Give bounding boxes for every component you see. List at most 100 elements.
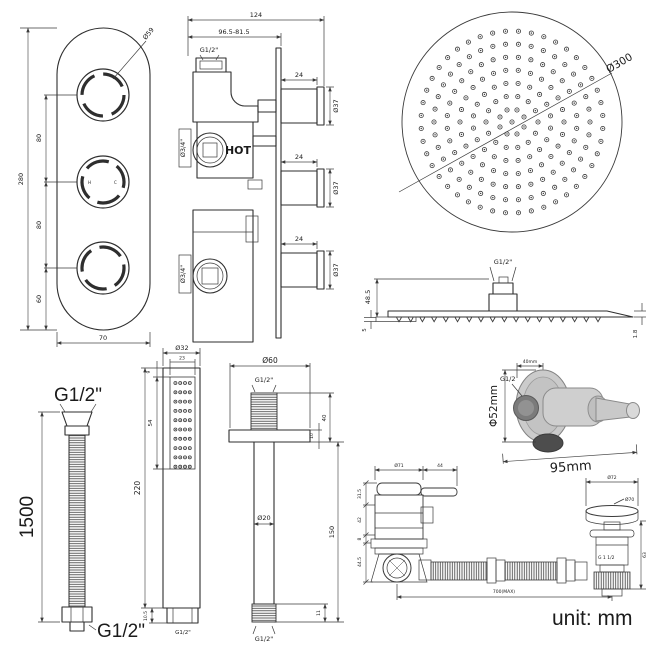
- valve-knob-1: 24 Ø37: [280, 71, 340, 126]
- valve-knob-2: 24 Ø37: [280, 153, 340, 208]
- label-arm-bottom-thread: G1/2": [255, 635, 274, 643]
- handset-dimensions-left: [141, 361, 170, 624]
- valve-port-upper: [192, 132, 228, 168]
- arm-flange: [228, 429, 311, 443]
- elbow-dim-plate: [502, 369, 536, 443]
- rain-head-profile: [387, 310, 634, 318]
- dim-hose-max-length: 700(MAX): [493, 589, 515, 595]
- trim-plate-view: H C 280 80 80 60 70 Ø59: [17, 26, 156, 347]
- valve-knob-3: 24 Ø37: [280, 235, 340, 290]
- dim-face-width: 23: [179, 356, 185, 362]
- dim-connector-length: 10.5: [143, 611, 149, 621]
- dim-waste-height: 63: [642, 552, 648, 558]
- overflow-filler: [370, 482, 458, 583]
- dim-knob-diameter: Ø37: [332, 99, 340, 112]
- dim-filler-b: 42: [357, 517, 363, 523]
- arm-top-thread: [250, 392, 278, 431]
- trim-knob-bottom: [76, 241, 130, 295]
- wall-outlet-elbow-view: 40mm G1/2 Φ52mm 95mm: [488, 359, 640, 476]
- elbow-dim-length: 95mm: [502, 444, 638, 476]
- dim-edge-height: 5: [362, 328, 368, 332]
- waste-plug: [585, 478, 646, 597]
- dim-knob-diameter: Ø37: [332, 181, 340, 194]
- handset-face: [169, 376, 196, 470]
- dim-plate-diameter: Φ52mm: [488, 385, 500, 427]
- dim-valve-width: 124: [250, 11, 262, 19]
- label-hose-bottom-thread: G1/2": [97, 621, 145, 642]
- overhead-side-view: G1/2" 48.5 5 1.8: [362, 258, 646, 338]
- filler-dimensions-top: [374, 466, 458, 486]
- arm-bottom-thread: [251, 603, 277, 623]
- label-port-thread-lower: Ø3/4": [179, 265, 187, 284]
- label-port-thread-upper: Ø3/4": [179, 139, 187, 158]
- dim-filler-c: 8: [357, 537, 363, 540]
- dim-handset-length: 220: [133, 481, 142, 496]
- bath-filler-waste-view: Ø71 44: [357, 462, 648, 601]
- valve-body: [178, 47, 282, 343]
- dim-flange-thickness: 10: [309, 433, 315, 439]
- valve-dimensions-top: [187, 16, 325, 86]
- dim-knob-length: 24: [295, 71, 303, 79]
- trim-plate-outline: [56, 27, 151, 331]
- handset-view: Ø32 23 G1/2" 9 54 220 10.5: [133, 344, 201, 636]
- dim-filler-d: 44.5: [357, 557, 363, 567]
- label-elbow-thread: G1/2: [500, 375, 516, 383]
- label-hose-top-thread: G1/2": [54, 385, 102, 406]
- dim-elbow-projection: 40mm: [523, 359, 538, 365]
- rain-head-nozzle-field: [418, 28, 606, 216]
- cold-mark: C: [114, 180, 117, 185]
- dim-knob-pitch-upper: 80: [35, 134, 43, 142]
- dim-pipe-diameter: Ø20: [257, 514, 270, 522]
- overhead-side-nozzles: [396, 317, 601, 323]
- dim-connector-height: 48.5: [364, 290, 372, 304]
- dim-drop-length: 150: [328, 526, 336, 538]
- dim-panel-thickness: 1.8: [633, 329, 639, 338]
- dim-filler-a: 31.5: [357, 489, 363, 499]
- filler-dimensions-left: [363, 480, 377, 585]
- overhead-side-dimensions: [364, 278, 646, 329]
- handset-spray-grid: [173, 381, 192, 469]
- dim-knob-diameter: Ø37: [332, 263, 340, 276]
- dim-plate-width: 70: [99, 334, 107, 342]
- hose-bottom-nut: [61, 606, 93, 623]
- filler-lever: [420, 487, 458, 497]
- trim-knob-top: [76, 68, 130, 122]
- rain-head-outline: [401, 11, 623, 233]
- dim-valve-depth-range: 96.5-81.5: [218, 28, 249, 36]
- label-waste-thread: G 1 1/2: [598, 555, 615, 561]
- valve-port-lower: [192, 258, 228, 294]
- dim-arm-top-length: 40: [322, 414, 328, 421]
- dim-waste-cap-diameter: Ø72: [607, 474, 616, 481]
- waste-dim-length: [396, 584, 613, 601]
- valve-wall-plate: [275, 47, 282, 339]
- dim-knob-pitch-lower: 80: [35, 221, 43, 229]
- dim-bottom-offset: 60: [35, 295, 43, 303]
- ceiling-arm-view: Ø60 G1/2" Ø20 G1/2" 40 10 150 11: [228, 356, 344, 643]
- handset-body: [162, 367, 201, 609]
- elbow-nut: [532, 433, 564, 453]
- trim-plate-dimensions: [20, 27, 151, 347]
- handset-dimensions-top: [162, 348, 201, 375]
- dim-filler-diameter: Ø71: [394, 462, 403, 469]
- hose-dimensions: [38, 411, 97, 631]
- overhead-top-view: Ø300: [398, 11, 635, 233]
- dim-knob-diameter: Ø59: [141, 26, 156, 41]
- dim-handset-diameter: Ø32: [175, 344, 188, 352]
- hot-mark: H: [88, 180, 91, 185]
- dim-plug-diameter: Ø70: [625, 496, 634, 503]
- trim-knob-middle: H C: [76, 155, 130, 209]
- dim-face-length: 54: [148, 419, 154, 426]
- dim-knob-length: 24: [295, 153, 303, 161]
- dim-hose-length: 1500: [17, 496, 38, 538]
- handset-holder: [595, 397, 631, 422]
- dim-face-offset: 9: [146, 370, 152, 373]
- hose-top-fitting: [61, 411, 93, 427]
- overhead-connector: [488, 266, 518, 312]
- label-valve-top-thread: G1/2": [200, 46, 219, 54]
- unit-note: unit: mm: [552, 607, 633, 630]
- dim-knob-length: 24: [295, 235, 303, 243]
- dim-plate-height: 280: [17, 173, 25, 185]
- valve-side-view: 124 96.5-81.5 G1/2" HOT: [178, 11, 340, 343]
